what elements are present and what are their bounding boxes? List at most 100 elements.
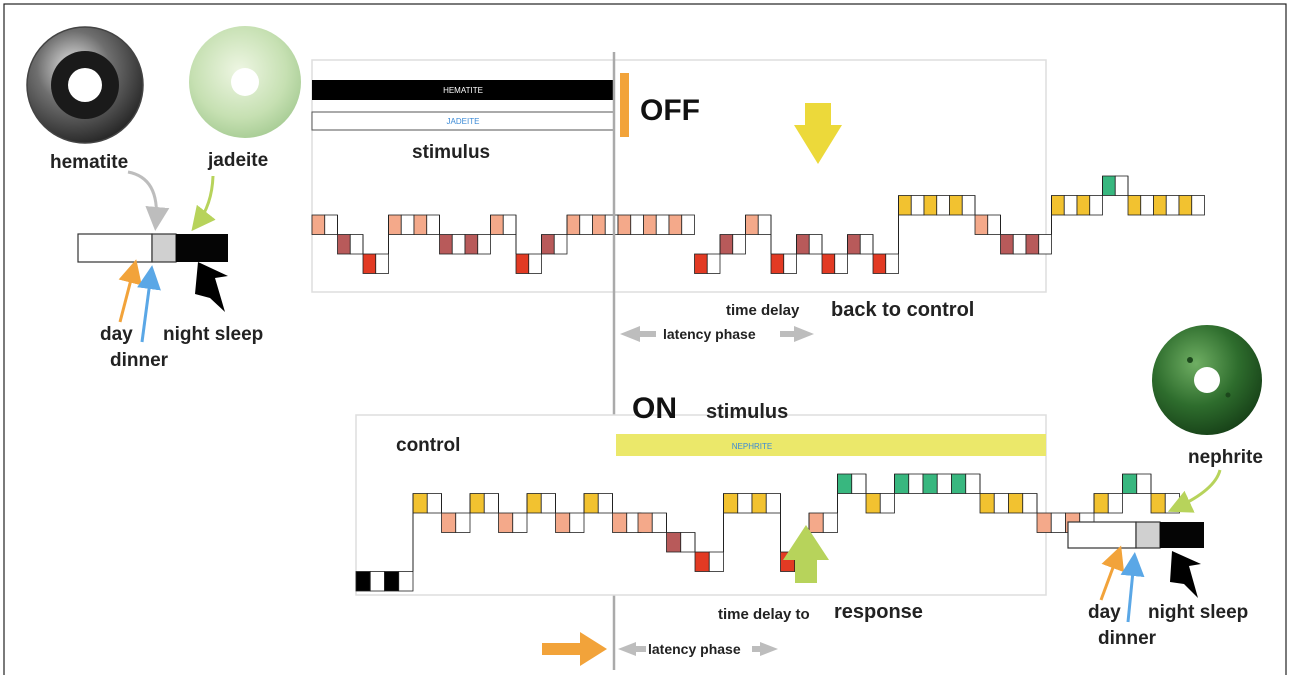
state-cell	[1153, 195, 1167, 216]
state-cell-pad	[808, 234, 823, 255]
state-cell-pad	[398, 571, 414, 592]
state-cell-pad	[1140, 195, 1154, 216]
left-dinner-label: dinner	[110, 350, 169, 371]
state-cell	[515, 253, 530, 274]
hematite-stone	[26, 26, 144, 144]
state-cell	[526, 493, 542, 514]
state-cell	[898, 195, 912, 216]
state-cell	[751, 493, 767, 514]
nephrite-label: nephrite	[1188, 447, 1263, 468]
state-cell	[498, 512, 514, 533]
state-cell	[1008, 493, 1024, 514]
state-cell	[1102, 175, 1116, 196]
state-cell-pad	[936, 195, 950, 216]
state-cell-pad	[604, 214, 619, 235]
state-cell	[1178, 195, 1193, 216]
state-cell	[1025, 234, 1040, 255]
hematite-band	[312, 80, 614, 100]
left-panel: hematite jadeite day dinner night sleep	[26, 26, 301, 371]
state-cell	[821, 253, 836, 274]
state-cell	[555, 512, 571, 533]
state-cell	[923, 195, 938, 216]
state-cell	[949, 195, 963, 216]
state-cell	[464, 234, 479, 255]
state-cell-pad	[1063, 195, 1078, 216]
state-cell	[1127, 195, 1142, 216]
top-stimulus-label: stimulus	[412, 142, 490, 163]
state-cell-pad	[859, 234, 874, 255]
state-cell-pad	[1022, 493, 1038, 514]
state-cell-pad	[822, 512, 838, 533]
state-cell	[384, 571, 400, 592]
bottom-sequence	[355, 473, 1180, 592]
time-delay-to-label: time delay to	[718, 606, 810, 623]
state-cell-pad	[426, 493, 442, 514]
state-cell-pad	[681, 214, 695, 235]
right-dinner-label: dinner	[1098, 628, 1157, 649]
state-cell-pad	[783, 253, 797, 274]
state-cell-pad	[1038, 234, 1052, 255]
state-cell-pad	[1107, 493, 1123, 514]
state-cell-pad	[908, 473, 924, 494]
top-panel: HEMATITE JADEITE stimulus OFF time delay…	[311, 59, 1205, 342]
left-day-arrow	[118, 259, 142, 323]
state-cell	[1051, 195, 1065, 216]
state-cell-pad	[708, 551, 724, 572]
right-panel: nephrite day dinner night sleep	[1067, 325, 1263, 649]
bottom-latency-label: latency phase	[648, 641, 741, 657]
state-cell	[566, 214, 581, 235]
state-cell-pad	[1089, 195, 1103, 216]
state-cell-pad	[765, 493, 781, 514]
state-cell	[1076, 195, 1091, 216]
state-cell-pad	[553, 234, 568, 255]
state-cell-pad	[1050, 512, 1066, 533]
state-cell	[872, 253, 887, 274]
control-label: control	[396, 435, 460, 456]
right-day-arrow	[1099, 545, 1125, 601]
off-label: OFF	[640, 94, 700, 127]
state-cell	[592, 214, 606, 235]
hematite-band-text: HEMATITE	[443, 86, 483, 95]
nephrite-band	[616, 434, 1046, 456]
outer-frame	[3, 3, 1287, 680]
bottom-stimulus-label: stimulus	[706, 401, 788, 423]
state-cell	[894, 473, 910, 494]
state-cell	[1000, 234, 1014, 255]
state-cell-pad	[451, 234, 466, 255]
jadeite-stone	[189, 26, 301, 138]
state-cell	[719, 234, 734, 255]
state-cell-pad	[965, 473, 981, 494]
state-cell	[666, 532, 682, 553]
left-day-label: day	[100, 324, 133, 345]
state-cell-pad	[1165, 195, 1180, 216]
state-cell	[441, 512, 457, 533]
bottom-latency-arrow	[618, 642, 778, 656]
state-cell-pad	[1012, 234, 1027, 255]
hematite-label: hematite	[50, 152, 128, 173]
state-cell-pad	[483, 493, 499, 514]
state-cell	[922, 473, 938, 494]
state-cell-pad	[1114, 175, 1129, 196]
right-daybar	[1067, 521, 1204, 549]
top-latency-arrow	[620, 326, 814, 342]
state-cell	[694, 551, 710, 572]
left-daybar	[77, 233, 228, 263]
state-cell	[1036, 512, 1052, 533]
state-cell	[770, 253, 785, 274]
state-cell-pad	[502, 214, 517, 235]
state-cell-pad	[324, 214, 338, 235]
state-cell	[745, 214, 759, 235]
state-cell	[388, 214, 402, 235]
green-up-arrow-body	[783, 525, 829, 583]
state-cell-pad	[706, 253, 721, 274]
state-cell	[1093, 493, 1109, 514]
jadeite-label: jadeite	[207, 150, 268, 171]
jadeite-band-text: JADEITE	[447, 117, 480, 126]
state-cell-pad	[993, 493, 1009, 514]
state-cell-pad	[400, 214, 415, 235]
on-label: ON	[632, 392, 677, 425]
state-cell-pad	[512, 512, 528, 533]
state-cell	[469, 493, 485, 514]
state-cell-pad	[630, 214, 644, 235]
